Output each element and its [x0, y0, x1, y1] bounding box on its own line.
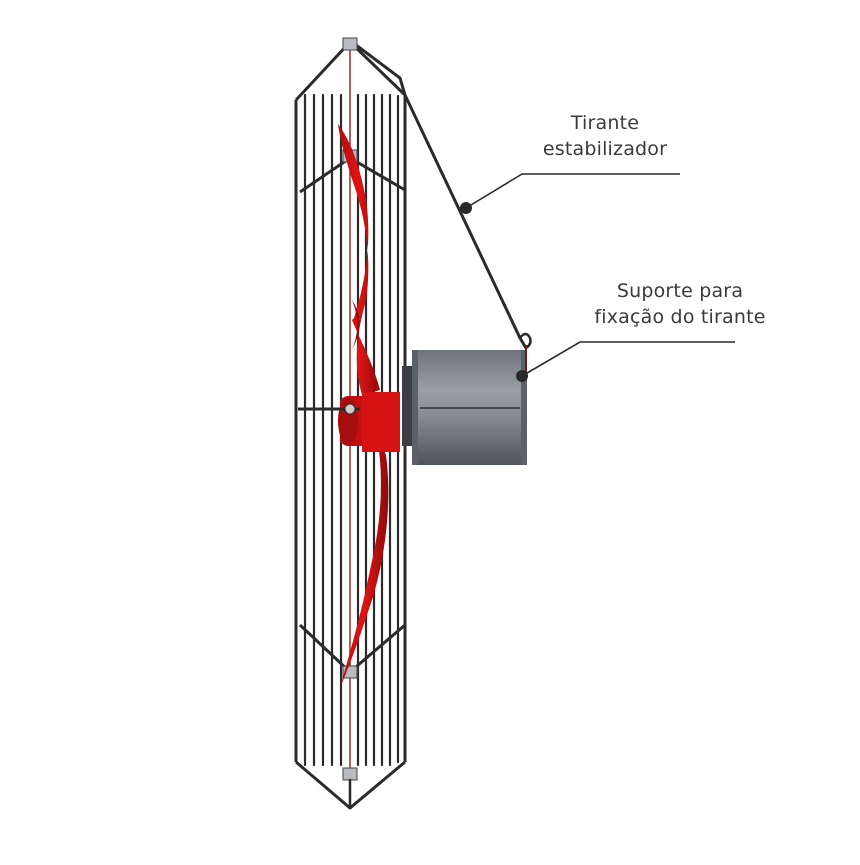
- callout-line-2: estabilizador: [542, 138, 668, 160]
- leader-dot-icon: [460, 202, 472, 214]
- leader-dot-icon: [516, 370, 528, 382]
- callout-line-1: Tirante: [570, 112, 640, 134]
- callout-line-1: Suporte para: [616, 280, 744, 302]
- callout-suporte-fixacao: Suporte para fixação do tirante: [575, 278, 785, 330]
- callout-line-2: fixação do tirante: [594, 306, 766, 328]
- stabilizer-rod: [351, 40, 532, 350]
- propeller-blade-top: [338, 124, 380, 395]
- callout-leader-tirante: [460, 173, 680, 214]
- motor: [402, 350, 527, 465]
- callout-leader-suporte: [516, 341, 735, 382]
- propeller-blade-bottom: [340, 430, 389, 688]
- callout-tirante-estabilizador: Tirante estabilizador: [520, 110, 690, 162]
- propeller: [298, 124, 400, 688]
- mounting-bolt-icon: [342, 767, 358, 781]
- mounting-bolt-icon: [342, 37, 358, 51]
